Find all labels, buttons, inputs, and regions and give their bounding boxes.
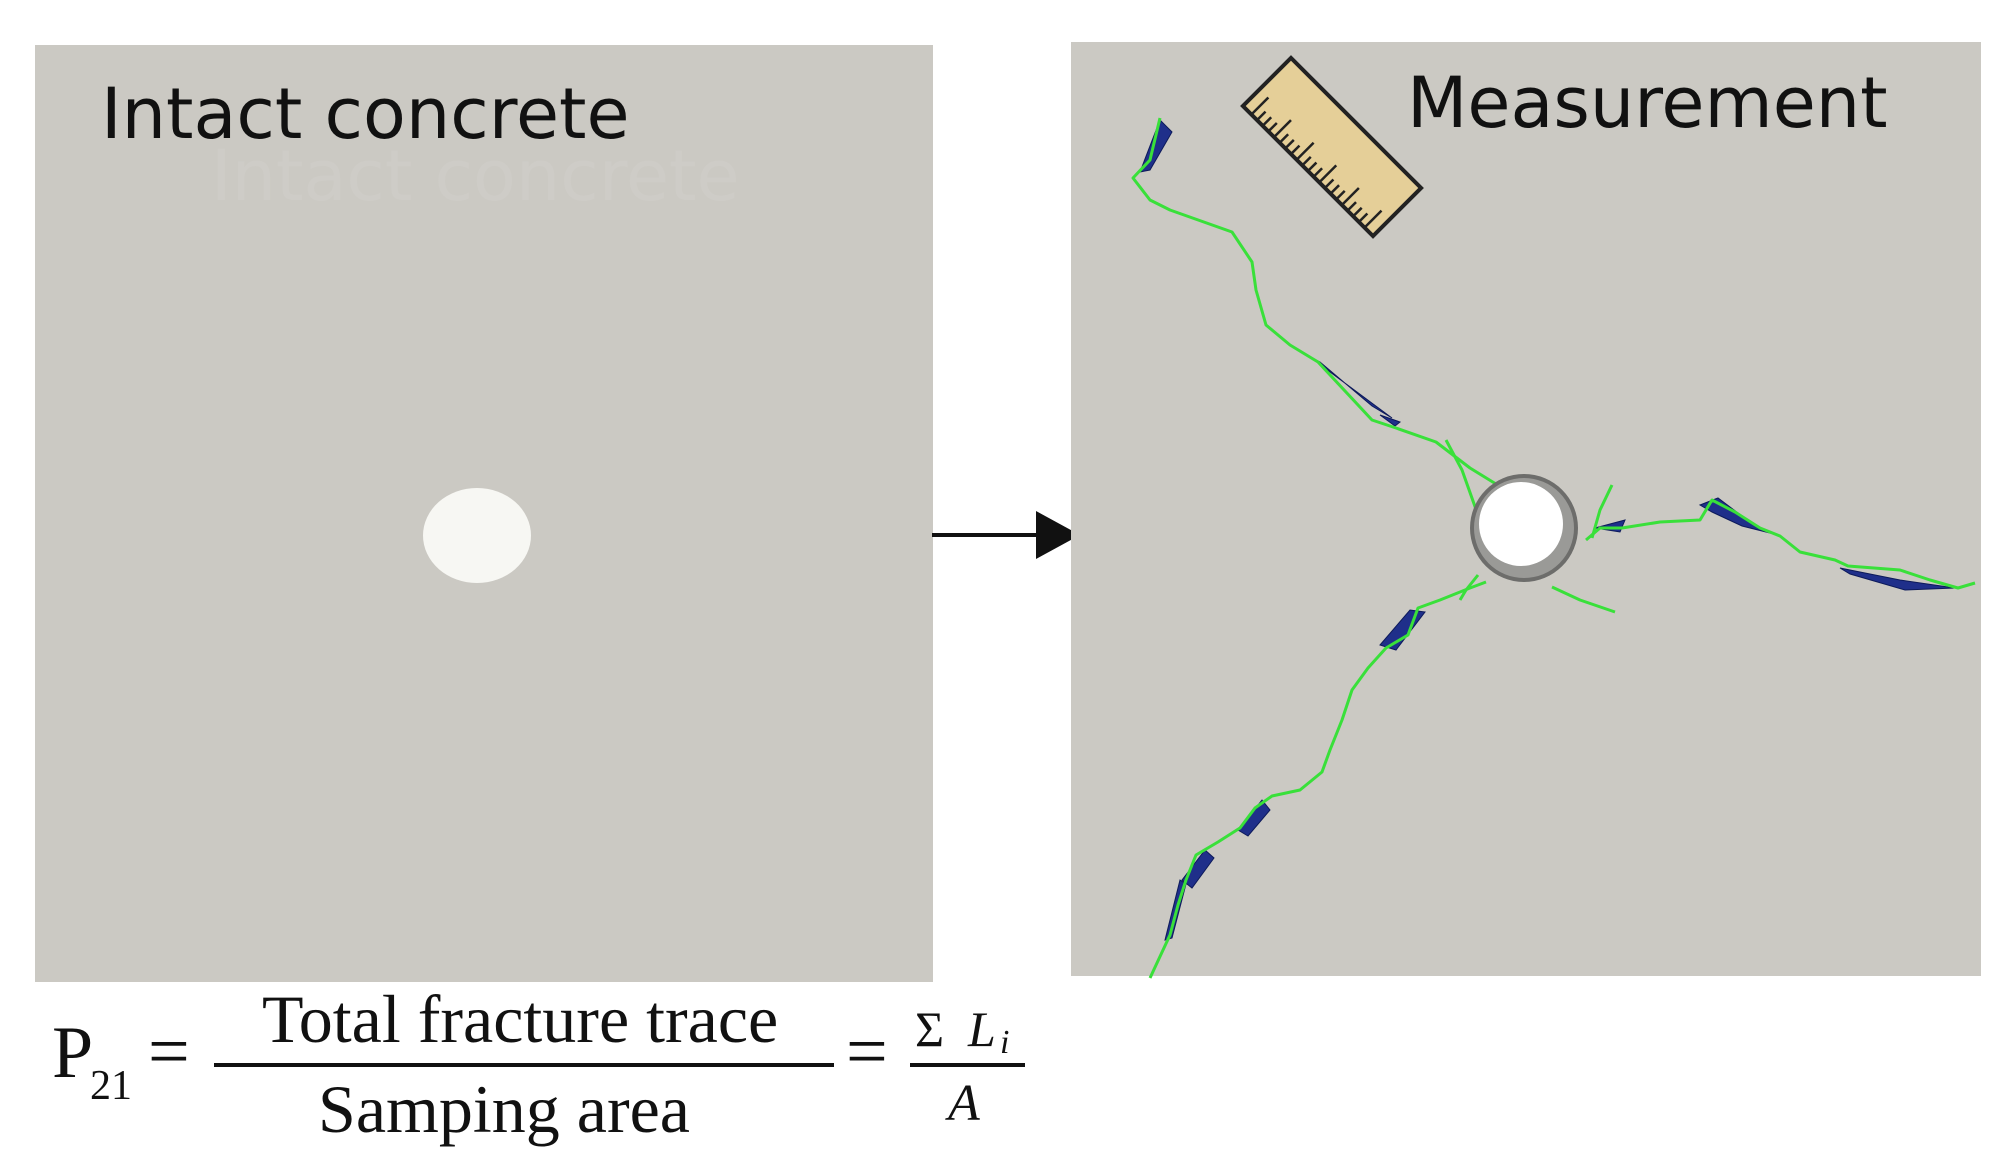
formula-sum-index: i bbox=[1000, 1024, 1010, 1061]
arrow-right-icon bbox=[932, 511, 1080, 559]
formula-lhs: P bbox=[52, 1012, 94, 1094]
formula-fraction-bar-2 bbox=[910, 1063, 1025, 1067]
formula-equals-2: = bbox=[846, 1011, 888, 1093]
formula-sum-variable: L bbox=[968, 1001, 996, 1057]
formula-denominator: Samping area bbox=[318, 1071, 690, 1147]
intact-concrete-title: Intact concrete bbox=[101, 73, 630, 155]
formula-sum-symbol: Σ bbox=[915, 1001, 945, 1057]
measurement-panel: Measurement bbox=[1071, 42, 1981, 976]
ruler-icon bbox=[1240, 55, 1424, 239]
borehole bbox=[423, 488, 531, 583]
formula-lhs-subscript: 21 bbox=[90, 1063, 132, 1109]
formula-fraction-bar bbox=[214, 1063, 834, 1067]
formula-numerator: Total fracture trace bbox=[262, 981, 779, 1057]
formula-sum-denominator: A bbox=[948, 1075, 980, 1132]
formula-equals-1: = bbox=[148, 1011, 190, 1093]
intact-concrete-ghost-title: Intact concrete bbox=[211, 135, 740, 217]
measurement-title: Measurement bbox=[1407, 62, 1888, 144]
intact-concrete-panel: Intact concrete Intact concrete bbox=[35, 45, 933, 982]
